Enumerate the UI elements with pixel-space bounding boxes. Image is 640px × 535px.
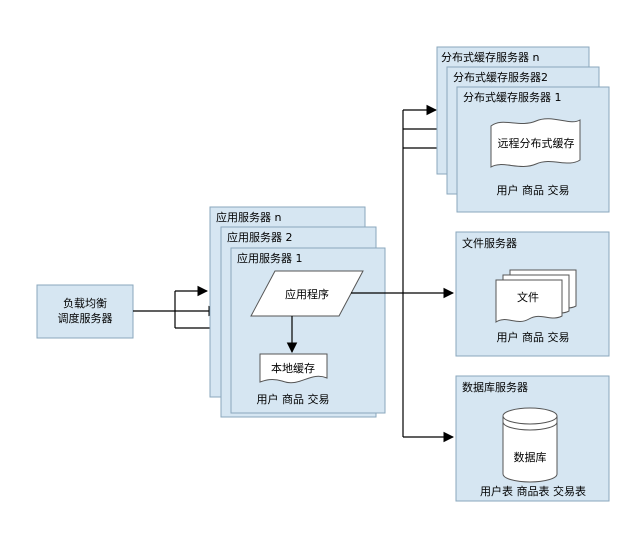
load-balancer-label-2: 调度服务器: [58, 311, 113, 325]
local-cache-shape: [259, 353, 328, 384]
remote-cache-shape: [490, 118, 581, 168]
cache-server-2-title: 分布式缓存服务器2: [453, 70, 548, 84]
database-label: 数据库: [514, 450, 547, 464]
app-server-1: 应用服务器 1 应用程序 本地缓存 用户 商品 交易: [230, 247, 386, 414]
app-server-2-title: 应用服务器 2: [227, 230, 293, 244]
database-server-title: 数据库服务器: [462, 380, 528, 394]
database-server: 数据库服务器 数据库 用户表 商品表 交易表: [455, 375, 610, 502]
app-server-n-title: 应用服务器 n: [216, 210, 281, 224]
cache-server-1: 分布式缓存服务器 1 远程分布式缓存 用户 商品 交易: [456, 86, 610, 213]
app-program-shape: [250, 270, 364, 317]
app-program-label: 应用程序: [285, 287, 329, 301]
app-entities-label: 用户 商品 交易: [257, 392, 330, 406]
file-entities-label: 用户 商品 交易: [497, 330, 570, 344]
cache-server-1-title: 分布式缓存服务器 1: [463, 90, 562, 104]
app-server-1-title: 应用服务器 1: [237, 251, 303, 265]
file-server-title: 文件服务器: [462, 236, 517, 250]
remote-cache-label: 远程分布式缓存: [498, 136, 575, 150]
database-cylinder-top: [502, 407, 558, 425]
cache-server-n-title: 分布式缓存服务器 n: [441, 50, 539, 64]
file-label: 文件: [517, 290, 539, 304]
database-entities-label: 用户表 商品表 交易表: [480, 484, 586, 498]
load-balancer-label-1: 负载均衡: [63, 296, 107, 310]
file-shape-front: [495, 279, 563, 323]
database-cylinder-body: [502, 416, 558, 483]
file-server: 文件服务器 文件 用户 商品 交易: [455, 231, 610, 357]
cache-entities-label: 用户 商品 交易: [497, 183, 570, 197]
local-cache-label: 本地缓存: [271, 361, 315, 375]
app-to-backends-connectors: [351, 104, 458, 443]
load-balancer-node: 负载均衡 调度服务器: [36, 284, 134, 339]
